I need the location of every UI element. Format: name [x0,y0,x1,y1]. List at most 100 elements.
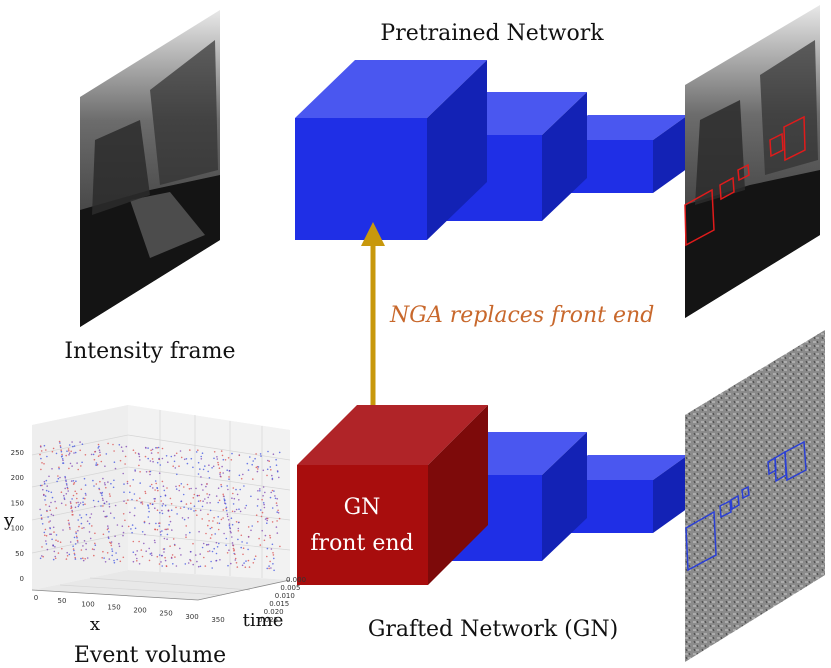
grafted-network-blocks [297,405,688,585]
event-point-497 [46,510,48,513]
event-point-470 [68,522,70,524]
event-point-337 [51,496,54,499]
event-point-62 [219,471,221,474]
event-point-409 [93,485,95,487]
event-point-306 [233,497,236,500]
event-point-380 [276,504,278,507]
event-point-10 [200,455,202,458]
event-point-361 [65,493,68,495]
event-point-154 [43,444,46,447]
event-point-184 [240,477,243,480]
event-point-18 [147,447,149,449]
event-point-389 [103,482,106,484]
nga-double-arrow [361,222,385,437]
event-point-404 [196,494,199,497]
event-point-836 [206,543,208,546]
event-point-264 [215,495,218,497]
event-point-846 [245,560,247,562]
event-point-422 [227,488,229,491]
event-point-75 [99,454,101,456]
event-point-478 [50,513,53,516]
event-point-133 [213,451,216,453]
event-point-597 [90,513,93,515]
event-point-314 [224,502,227,505]
event-point-649 [231,523,234,526]
event-point-199 [242,473,244,476]
event-point-860 [46,548,49,551]
event-point-85 [266,474,268,477]
event-point-235 [262,486,265,488]
event-point-91 [179,450,182,452]
event-point-543 [209,527,212,530]
event-point-839 [113,561,116,564]
event-point-391 [112,486,115,489]
event-point-110 [60,449,62,452]
event-point-29 [216,456,218,458]
event-point-297 [170,503,173,505]
event-point-541 [49,509,51,512]
event-point-103 [186,462,189,465]
event-point-672 [118,542,120,545]
event-point-93 [119,459,122,462]
event-point-826 [111,554,113,557]
event-point-400 [245,504,248,507]
event-point-744 [199,565,202,568]
detection-output-image [684,5,820,318]
event-point-709 [66,551,68,554]
event-point-659 [169,520,172,523]
event-point-489 [148,510,150,513]
event-point-852 [82,557,84,559]
event-point-526 [78,504,80,506]
event-point-840 [148,547,150,550]
event-point-793 [74,543,77,545]
event-point-20 [268,460,271,463]
event-point-476 [198,530,200,533]
event-point-832 [254,555,257,557]
event-point-434 [67,490,69,492]
event-point-381 [206,483,208,485]
event-point-415 [126,482,129,485]
event-point-281 [161,480,164,483]
event-point-68 [269,466,272,468]
event-point-286 [99,492,102,494]
event-point-394 [102,477,104,480]
event-point-810 [84,558,86,560]
event-point-89 [77,468,79,471]
event-point-411 [159,495,162,498]
event-point-875 [54,555,56,558]
event-point-271 [43,480,46,483]
event-point-353 [43,494,45,496]
event-point-224 [72,483,75,485]
event-point-797 [232,547,235,550]
event-point-484 [154,507,156,510]
event-point-328 [84,497,86,500]
intensity-frame-label: Intensity frame [64,339,235,364]
event-point-316 [257,490,259,492]
event-point-833 [53,550,56,553]
event-point-501 [141,531,144,533]
t-tick-0: 0.000 [286,576,306,584]
event-point-580 [49,520,51,522]
event-point-864 [175,565,178,567]
event-point-532 [261,511,264,514]
event-point-733 [160,561,162,563]
event-point-859 [143,542,145,545]
event-point-479 [225,509,228,512]
event-point-878 [77,541,79,543]
event-point-724 [132,551,135,553]
event-point-809 [93,554,95,557]
event-point-828 [134,553,137,556]
event-point-644 [41,523,44,525]
event-point-189 [228,470,231,472]
event-point-152 [71,441,73,443]
event-point-38 [58,440,61,443]
event-point-512 [79,514,81,516]
event-point-831 [55,534,58,536]
intensity-frame-image [80,10,220,327]
event-point-625 [217,528,220,531]
event-point-569 [167,510,170,512]
event-point-718 [109,541,111,544]
event-point-559 [209,509,212,512]
event-point-173 [219,473,221,475]
event-volume-label: Event volume [74,643,226,668]
